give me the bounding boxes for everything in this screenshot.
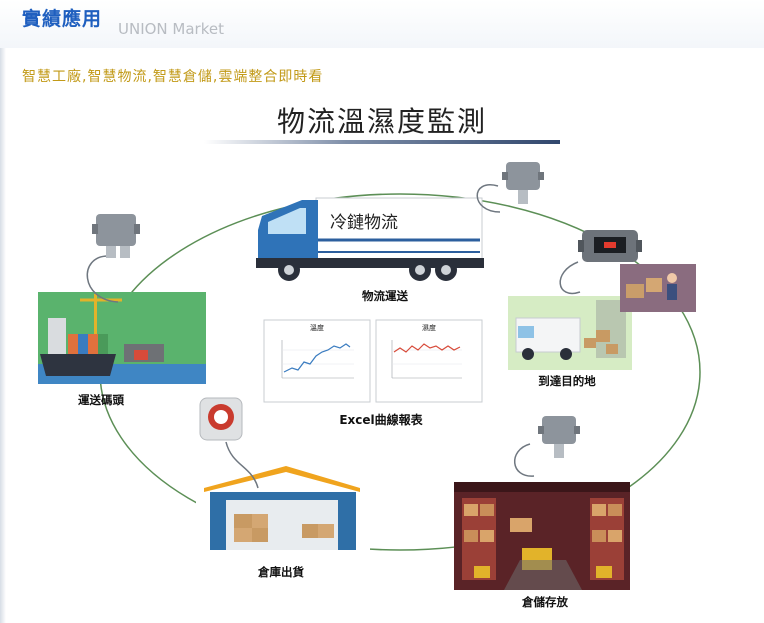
stage-label-storage: 倉儲存放 [522, 595, 568, 609]
bell-sensor-icon [199, 397, 259, 489]
stage-label-port: 運送碼頭 [78, 393, 124, 407]
stage-label-transport: 物流運送 [362, 289, 408, 303]
warehouse-worker-photo [620, 264, 696, 312]
report-caption: Excel曲線報表 [339, 413, 423, 427]
brand-subtitle: UNION Market [118, 20, 224, 38]
slide-title: 物流溫濕度監測 [276, 105, 487, 138]
outbound-warehouse-illustration [196, 466, 370, 556]
stage-label-destination: 到達目的地 [538, 374, 596, 388]
humidity-chart-thumbnail [375, 319, 483, 403]
stage-label-outbound: 倉庫出貨 [258, 565, 304, 579]
port-ship-illustration [38, 292, 206, 384]
truck-illustration [256, 197, 484, 281]
humidity-chart-title: 濕度 [422, 324, 436, 332]
delivery-van-illustration [508, 296, 632, 370]
sensor-device-icon-storage [513, 416, 580, 477]
left-edge-decoration [0, 48, 6, 623]
tagline: 智慧工廠,智慧物流,智慧倉儲,雲端整合即時看 [22, 69, 324, 85]
warehouse-storage-illustration [454, 482, 630, 590]
header-bar [0, 0, 764, 48]
sensor-device-icon-port [86, 214, 140, 303]
sensor-device-icon-top [476, 162, 544, 213]
truck-label: 冷鏈物流 [330, 213, 398, 233]
temperature-chart-title: 溫度 [310, 324, 324, 332]
title-underline [204, 140, 560, 144]
temperature-chart-thumbnail [263, 319, 371, 403]
digital-sensor-icon [559, 230, 642, 295]
brand-title: 實績應用 [22, 8, 103, 30]
